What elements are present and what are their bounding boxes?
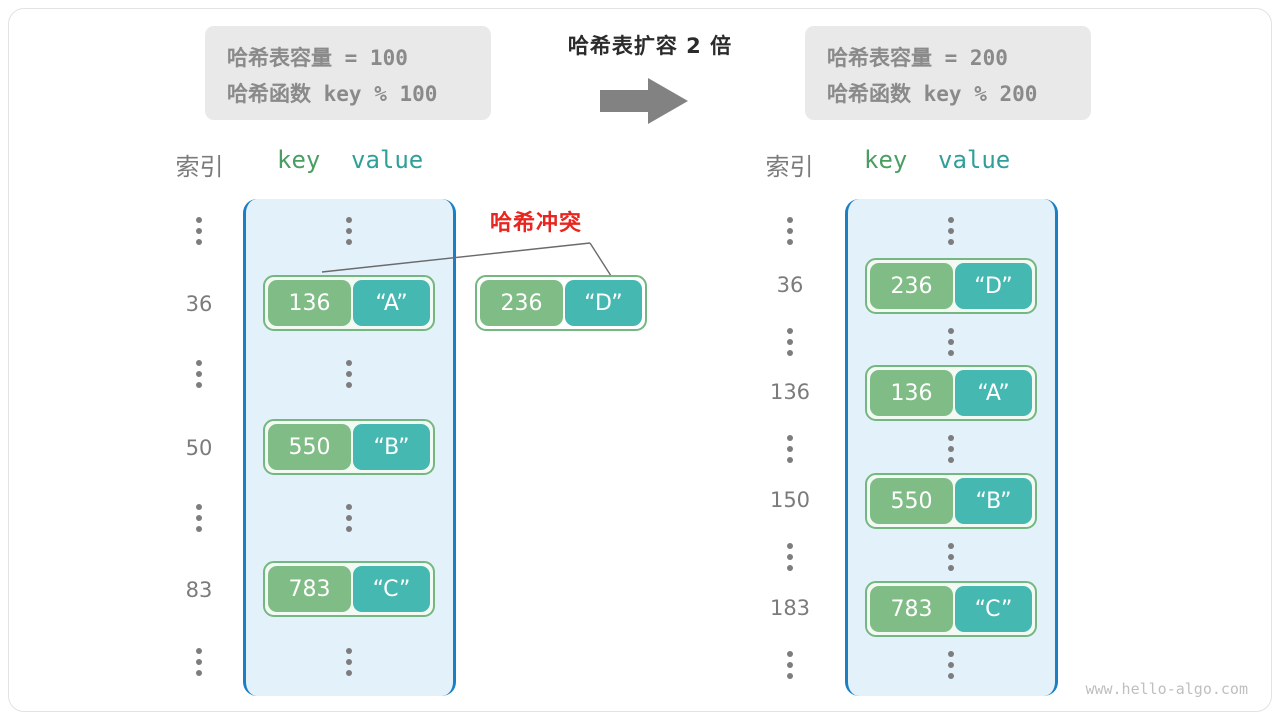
expand-label: 哈希表扩容 2 倍 (567, 34, 733, 58)
before-index-dots-4 (196, 504, 202, 532)
after-entry-1-value: “D” (954, 263, 1032, 309)
right-arrow-icon (600, 78, 688, 124)
after-index-label-5: 150 (769, 488, 811, 512)
collision-entry-key: 236 (480, 280, 563, 326)
after-entry-5-key: 550 (870, 478, 953, 524)
before-entry-5[interactable]: 783 “C” (263, 561, 435, 617)
after-capacity-line: 哈希表容量 = 200 (827, 46, 1008, 70)
before-entry-5-value: “C” (352, 566, 430, 612)
outer-frame (8, 8, 1272, 712)
after-index-dots-8 (787, 651, 793, 679)
before-header-value: value (351, 146, 424, 174)
before-index-dots-2 (196, 360, 202, 388)
after-entry-3[interactable]: 136 “A” (865, 365, 1037, 421)
after-index-dots-6 (787, 543, 793, 571)
after-function-line: 哈希函数 key % 200 (827, 82, 1038, 106)
before-index-dots-0 (196, 217, 202, 245)
after-index-dots-4 (787, 435, 793, 463)
before-header-key: key (277, 146, 321, 174)
before-entry-3[interactable]: 550 “B” (263, 419, 435, 475)
after-entry-3-value: “A” (954, 370, 1032, 416)
after-entry-7-key: 783 (870, 586, 953, 632)
before-entry-1-value: “A” (352, 280, 430, 326)
after-cell-dots-0 (948, 217, 954, 245)
after-header-key: key (864, 146, 908, 174)
before-cell-dots-2 (346, 360, 352, 388)
before-cell-dots-0 (346, 217, 352, 245)
before-capacity-line: 哈希表容量 = 100 (227, 46, 408, 70)
before-cell-dots-6 (346, 648, 352, 676)
collision-label: 哈希冲突 (490, 211, 583, 236)
after-cell-dots-4 (948, 435, 954, 463)
collision-entry[interactable]: 236 “D” (475, 275, 647, 331)
watermark: www.hello-algo.com (1085, 680, 1248, 698)
after-header-index: 索引 (765, 153, 814, 181)
before-index-label-5: 83 (185, 578, 213, 602)
after-entry-5[interactable]: 550 “B” (865, 473, 1037, 529)
after-entry-1[interactable]: 236 “D” (865, 258, 1037, 314)
before-cell-dots-4 (346, 504, 352, 532)
before-index-label-1: 36 (185, 292, 213, 316)
before-entry-1-key: 136 (268, 280, 351, 326)
after-entry-5-value: “B” (954, 478, 1032, 524)
before-function-line: 哈希函数 key % 100 (227, 82, 438, 106)
after-entry-7[interactable]: 783 “C” (865, 581, 1037, 637)
before-entry-5-key: 783 (268, 566, 351, 612)
after-cell-dots-2 (948, 328, 954, 356)
after-index-label-3: 136 (769, 380, 811, 404)
before-info-box: 哈希表容量 = 100 哈希函数 key % 100 (205, 26, 491, 120)
after-cell-dots-6 (948, 543, 954, 571)
collision-entry-value: “D” (564, 280, 642, 326)
before-entry-3-value: “B” (352, 424, 430, 470)
after-index-dots-0 (787, 217, 793, 245)
after-index-dots-2 (787, 328, 793, 356)
after-header-value: value (938, 146, 1011, 174)
after-entry-3-key: 136 (870, 370, 953, 416)
after-index-label-1: 36 (776, 273, 804, 297)
after-index-label-7: 183 (769, 596, 811, 620)
after-entry-1-key: 236 (870, 263, 953, 309)
before-entry-1[interactable]: 136 “A” (263, 275, 435, 331)
after-entry-7-value: “C” (954, 586, 1032, 632)
before-header-index: 索引 (175, 153, 224, 181)
before-index-label-3: 50 (185, 436, 213, 460)
after-cell-dots-8 (948, 651, 954, 679)
after-info-box: 哈希表容量 = 200 哈希函数 key % 200 (805, 26, 1091, 120)
before-entry-3-key: 550 (268, 424, 351, 470)
before-index-dots-6 (196, 648, 202, 676)
